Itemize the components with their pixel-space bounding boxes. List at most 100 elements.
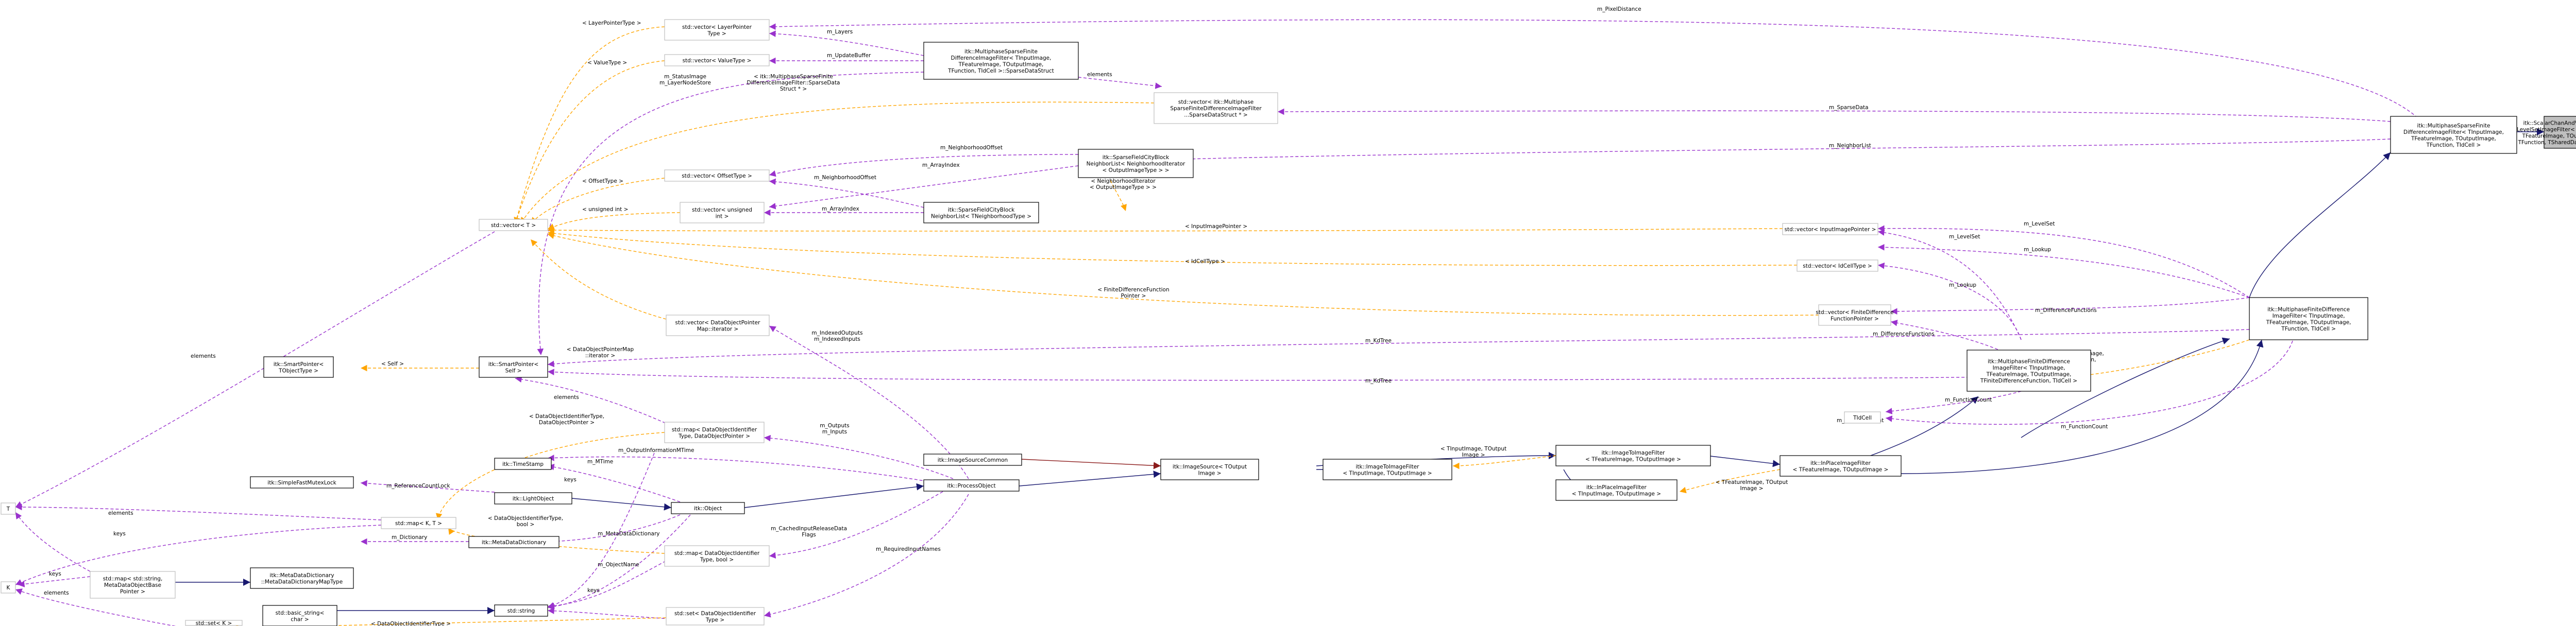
edge-label: < unsigned int > [582,206,628,213]
class-node-vec-offset[interactable]: std::vector< OffsetType > [664,169,770,182]
node-label-line: itk::InPlaceImageFilter [1586,484,1647,491]
node-label-line: TFunction, TSharedData, TIdCell > [2518,140,2576,146]
node-label-line: std::string [507,608,535,614]
edge-label: m_NeighborList [1829,143,1871,149]
class-node-t[interactable]: T [1,502,16,515]
node-label-line: std::vector< itk::Multiphase [1178,99,1253,106]
class-node-set-data-obj[interactable]: std::set< DataObjectIdentifierType > [666,607,765,625]
edge-label-line: < DataObjectIdentifierType, [529,413,604,420]
edge-label-line: < itk::MultiphaseSparseFinite [754,74,833,80]
template-edge-value-type [514,60,665,224]
node-label-line: std::vector< ValueType > [683,58,752,64]
class-node-multiphase-finite[interactable]: itk::MultiphaseFiniteDifferenceImageFilt… [2249,297,2368,340]
class-node-std-string[interactable]: std::string [494,604,548,617]
node-label-line: itk::MetaDataDictionary [269,572,334,579]
node-label-line: Type > [707,30,726,37]
usage-edge-neighborhood-offset [769,154,1079,177]
inherit-edge-img2imgtf-to-inplacetf [1710,456,1781,467]
class-node-simple-fast-mutex[interactable]: itk::SimpleFastMutexLock [250,476,354,489]
node-label-line: ImageFilter< TInputImage, [1993,365,2065,371]
edge-label: keys [113,531,126,537]
edge-label-line: < FiniteDifferenceFunction [1097,287,1169,293]
usage-edge-status-image [537,72,924,356]
inherit-edge-lightobject-to-object [571,498,672,511]
class-node-map-data-bool[interactable]: std::map< DataObjectIdentifierType, bool… [664,545,770,567]
edge-label: elements [1087,72,1112,78]
edge-label: < IdCellType > [1185,258,1225,265]
edge-label-multiline: < DataObjectIdentifierType,DataObjectPoi… [529,413,604,426]
class-node-std-map-string[interactable]: std::map< std::string,MetaDataObjectBase… [90,571,176,599]
edge-label: m_RequiredInputNames [876,546,941,552]
class-node-std-map-kt[interactable]: std::map< K, T > [381,517,456,529]
class-node-map-data-obj[interactable]: std::map< DataObjectIdentifierType, Data… [664,422,765,443]
class-node-image-source-common[interactable]: itk::ImageSourceCommon [923,454,1022,466]
node-label-line: std::vector< T > [491,222,536,229]
class-node-time-stamp[interactable]: itk::TimeStamp [494,458,552,470]
class-node-scalar-chan[interactable]: itk::ScalarChanAndVeseSparseLevelSetImag… [2517,116,2576,149]
class-node-tidcell[interactable]: TIdCell [1844,411,1881,424]
usage-edge-function-count [1885,391,2022,414]
class-node-vec-input-ptr[interactable]: std::vector< InputImagePointer > [1782,223,1878,235]
inherit-edge-object-to-processobject [744,483,924,508]
node-label-line: std::map< DataObjectIdentifier [674,550,760,557]
usage-edge-ref-count-lock [360,480,495,493]
edge-label-line: Image > [1462,452,1485,458]
class-node-process-object[interactable]: itk::ProcessObject [923,479,1020,492]
class-node-basic-string[interactable]: std::basic_string<char > [262,605,337,626]
class-node-k[interactable]: K [1,581,16,594]
edge-label: m_NeighborhoodOffset [814,175,876,181]
class-node-std-set-k[interactable]: std::set< K > [185,620,243,626]
node-label-line: Self > [505,368,522,374]
class-node-object[interactable]: itk::Object [671,502,745,514]
class-node-vec-value[interactable]: std::vector< ValueType > [664,54,770,66]
node-label-line: itk::SparseFieldCityBlock [948,207,1015,213]
node-label-line: ::MetaDataDictionaryMapType [261,579,343,585]
class-node-multiphase-sparse[interactable]: itk::MultiphaseSparseFiniteDifferenceIma… [2390,116,2517,154]
class-node-vec-sparse-data[interactable]: std::vector< itk::MultiphaseSparseFinite… [1154,92,1278,124]
class-node-smart-pointer[interactable]: itk::SmartPointer<Self > [479,356,548,378]
class-node-inplace-input[interactable]: itk::InPlaceImageFilter< TInputImage, TO… [1555,479,1677,501]
class-node-inplace-feature[interactable]: itk::InPlaceImageFilter< TFeatureImage, … [1780,455,1902,477]
usage-edge-outputs-inputs [764,434,954,479]
class-node-vec-idcell[interactable]: std::vector< IdCellType > [1797,259,1878,272]
edge-label: elements [191,353,216,359]
edge-label-line: ::iterator > [585,353,615,359]
class-node-multiphase-finite-base[interactable]: itk::MultiphaseFiniteDifferenceImageFilt… [1967,350,2091,392]
edge-label: m_NeighborhoodOffset [940,145,1003,151]
class-node-meta-data-dictionary[interactable]: itk::MetaDataDictionary [468,536,560,548]
class-node-vec-fdf-ptr[interactable]: std::vector< FiniteDifferenceFunctionPoi… [1816,304,1894,326]
class-node-vec-layer[interactable]: std::vector< LayerPointerType > [664,19,770,41]
edge-label: elements [108,510,133,516]
edge-label: m_MetaDataDictionary [598,531,659,537]
class-node-smart-pointer-tobj[interactable]: itk::SmartPointer<TObjectType > [263,356,334,378]
node-label-line: DifferenceImageFilter< TInputImage, [951,55,1052,61]
edge-label-line: m_StatusImage [664,74,706,80]
edge-label: m_ArrayIndex [922,162,960,168]
class-node-sparse-data-struct[interactable]: itk::MultiphaseSparseFiniteDifferenceIma… [923,42,1079,80]
edge-label: < LayerPointerType > [582,20,641,26]
class-node-image-source[interactable]: itk::ImageSource< TOutputImage > [1160,459,1259,480]
class-node-img2img-feature[interactable]: itk::ImageToImageFilter< TFeatureImage, … [1555,445,1711,466]
edge-label: < OffsetType > [582,178,623,184]
class-node-vec-data-obj-iter[interactable]: std::vector< DataObjectPointerMap::itera… [666,315,770,336]
template-edge-sparse-data [520,101,1155,224]
usage-edge-kd-tree2 [547,369,2022,381]
edge-label: m_Lookup [1949,282,1976,288]
usage-edge-level-set [1877,225,2250,298]
node-label-line: std::vector< LayerPointer [682,24,752,30]
node-label-line: NeighborList< TNeighborhoodType > [931,213,1031,219]
class-node-meta-dd-map[interactable]: itk::MetaDataDictionary::MetaDataDiction… [250,567,354,589]
usage-edge-keys-set [15,588,177,626]
template-edge-fdf-ptr [547,232,1819,316]
class-node-light-object[interactable]: itk::LightObject [494,492,572,505]
class-node-std-vector-t[interactable]: std::vector< T > [479,219,548,231]
node-label-line: TFeatureImage, TOutputImage, [1986,371,2072,377]
class-node-img2img-input[interactable]: itk::ImageToImageFilter< TInputImage, TO… [1323,459,1452,480]
